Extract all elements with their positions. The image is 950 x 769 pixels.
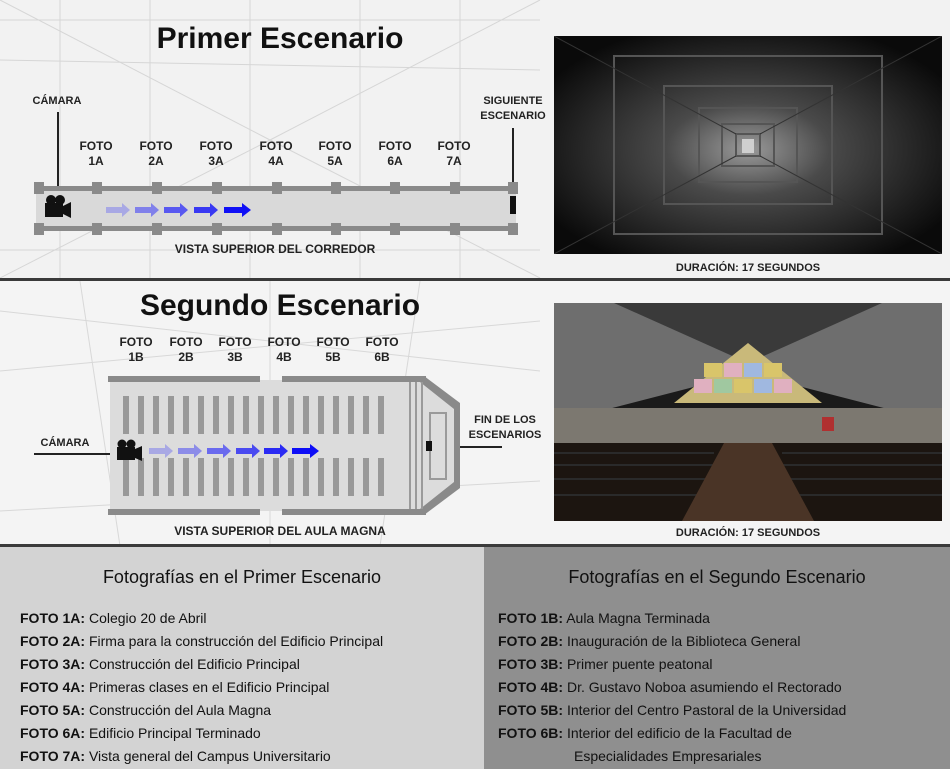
camera-label: CÁMARA xyxy=(32,95,82,107)
corridor-columns xyxy=(34,182,518,235)
auditorium-render-image xyxy=(554,303,942,521)
corridor-exit-marker xyxy=(510,196,516,214)
corridor-view-label: VISTA SUPERIOR DEL CORREDOR xyxy=(174,242,376,256)
list-item: FOTO 2A: Firma para la construcción del … xyxy=(20,633,384,649)
list-item: Especialidades Empresariales xyxy=(574,748,762,764)
auditorium-top-view xyxy=(108,376,460,515)
camera-path-arrows xyxy=(106,203,251,217)
auditorium-end-marker xyxy=(426,441,432,451)
second-scenario-title: Segundo Escenario xyxy=(139,289,421,322)
second-scenario-photo-list: Fotografías en el Segundo Escenario FOTO… xyxy=(484,547,950,769)
first-scenario-photo-list: Fotografías en el Primer Escenario FOTO … xyxy=(0,547,484,769)
list-item: FOTO 5A: Construcción del Aula Magna xyxy=(20,702,272,718)
first-scenario-title: Primer Escenario xyxy=(156,22,404,55)
camera-pointer-line xyxy=(34,453,114,455)
list-item: FOTO 7A: Vista general del Campus Univer… xyxy=(20,748,331,764)
list-item: FOTO 6A: Edificio Principal Terminado xyxy=(20,725,261,741)
list-item: FOTO 4A: Primeras clases en el Edificio … xyxy=(20,679,330,695)
list-item: FOTO 3A: Construcción del Edificio Princ… xyxy=(20,656,300,672)
end-pointer-line xyxy=(430,446,502,448)
camera-icon xyxy=(45,195,71,218)
camera-path-arrows xyxy=(149,444,319,458)
list-item: FOTO 3B: Primer puente peatonal xyxy=(498,656,713,672)
architectural-sketch-background xyxy=(0,0,541,278)
corridor-top-view xyxy=(34,182,518,235)
camera-label: CÁMARA xyxy=(40,437,90,449)
auditorium-pews xyxy=(123,396,384,496)
list-item: FOTO 5B: Interior del Centro Pastoral de… xyxy=(498,702,847,718)
auditorium-floor xyxy=(110,380,456,511)
second-scenario-list-title: Fotografías en el Segundo Escenario xyxy=(568,567,866,587)
auditorium-walls xyxy=(108,376,460,515)
panel-divider xyxy=(0,544,950,547)
list-item: FOTO 1A: Colegio 20 de Abril xyxy=(20,610,207,626)
list-item: FOTO 2B: Inauguración de la Biblioteca G… xyxy=(498,633,801,649)
photo-legend: Fotografías en el Primer Escenario FOTO … xyxy=(0,547,950,769)
panel-divider xyxy=(0,278,950,281)
auditorium-view-label: VISTA SUPERIOR DEL AULA MAGNA xyxy=(174,524,386,538)
camera-pointer-line xyxy=(57,112,59,192)
corridor-render-image xyxy=(554,36,942,254)
camera-icon xyxy=(117,439,142,461)
stained-glass-window xyxy=(674,343,822,403)
list-item: FOTO 6B: Interior del edificio de la Fac… xyxy=(498,725,792,741)
list-item: FOTO 1B: Aula Magna Terminada xyxy=(498,610,710,626)
second-scenario-duration: DURACIÓN: 17 SEGUNDOS xyxy=(675,527,821,539)
list-item: FOTO 4B: Dr. Gustavo Noboa asumiendo el … xyxy=(498,679,842,695)
next-scenario-pointer-line xyxy=(512,128,514,204)
first-scenario-list-title: Fotografías en el Primer Escenario xyxy=(102,567,382,587)
first-scenario-duration: DURACIÓN: 17 SEGUNDOS xyxy=(675,262,821,274)
